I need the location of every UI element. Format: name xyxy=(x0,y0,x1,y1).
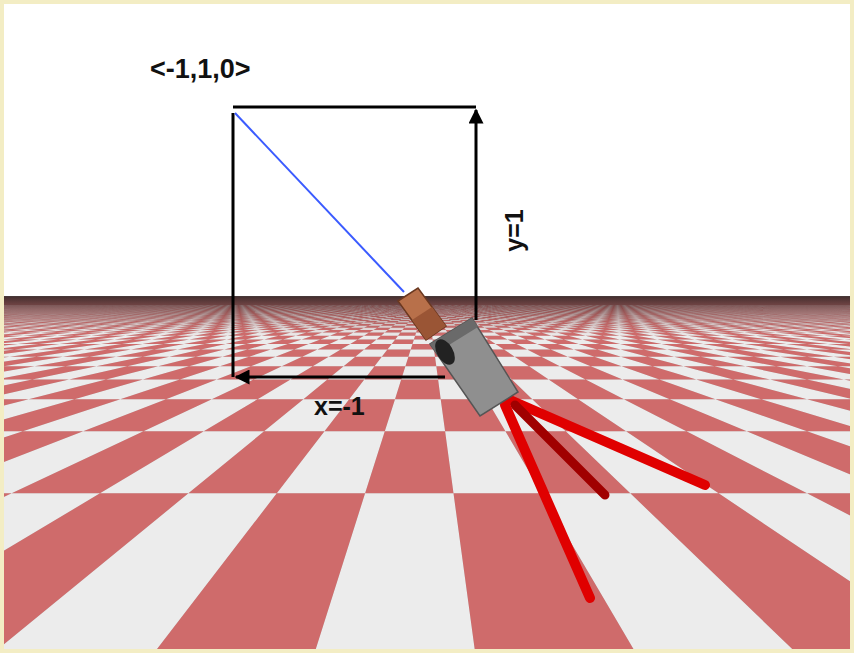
white-tiles xyxy=(0,305,854,653)
guide-line xyxy=(233,106,476,109)
checker-floor xyxy=(0,297,854,653)
y-component-label: y=1 xyxy=(501,209,526,251)
y-arrow xyxy=(475,110,478,320)
vector-line xyxy=(235,113,404,292)
guide-line xyxy=(232,113,235,377)
light-fixture xyxy=(398,288,705,598)
sky xyxy=(0,0,854,298)
x-arrow xyxy=(236,376,445,379)
vector-label: <-1,1,0> xyxy=(150,56,251,83)
x-component-label: x=-1 xyxy=(314,394,365,419)
